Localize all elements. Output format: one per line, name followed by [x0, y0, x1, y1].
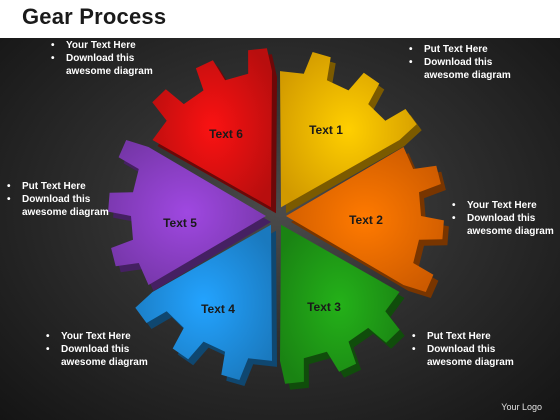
callout-top-left: Your Text Here Download this awesome dia… [48, 39, 153, 78]
segment-label-4: Text 4 [201, 302, 235, 316]
gear-diagram: Text 1 Text 2 Text 3 Text 4 Text 5 Text 6 [108, 48, 449, 390]
callout-middle-left: Put Text Here Download this awesome diag… [4, 180, 109, 219]
segment-label-1: Text 1 [309, 123, 343, 137]
callout-line: awesome diagram [424, 70, 511, 81]
callout-line: Your Text Here [48, 39, 153, 52]
callout-bottom-right: Put Text Here Download this awesome diag… [409, 330, 514, 369]
callout-line: Your Text Here [43, 330, 148, 343]
callout-line: Download this [48, 52, 153, 65]
callout-top-right: Put Text Here Download this awesome diag… [406, 43, 511, 82]
callout-line: awesome diagram [467, 226, 554, 237]
gear-segment-1 [280, 52, 417, 208]
callout-line: awesome diagram [427, 357, 514, 368]
callout-line: Put Text Here [409, 330, 514, 343]
callout-line: awesome diagram [22, 207, 109, 218]
callout-line: Download this [406, 56, 511, 69]
segment-label-6: Text 6 [209, 127, 243, 141]
callout-line: awesome diagram [61, 357, 148, 368]
callout-line: Download this [409, 343, 514, 356]
callout-line: Your Text Here [449, 199, 554, 212]
callout-line: Download this [449, 212, 554, 225]
gear-segment-3 [280, 224, 400, 384]
gear-segment-6 [152, 48, 272, 208]
diagram-canvas: Text 1 Text 2 Text 3 Text 4 Text 5 Text 6 You… [0, 38, 560, 420]
segment-label-2: Text 2 [349, 213, 383, 227]
title-bar: Gear Process [0, 0, 560, 38]
logo-placeholder: Your Logo [501, 402, 542, 412]
callout-middle-right: Your Text Here Download this awesome dia… [449, 199, 554, 238]
callout-line: Download this [4, 193, 109, 206]
segment-label-3: Text 3 [307, 300, 341, 314]
slide-title: Gear Process [22, 4, 167, 29]
callout-bottom-left: Your Text Here Download this awesome dia… [43, 330, 148, 369]
gear-segment-2 [286, 147, 444, 292]
segment-label-5: Text 5 [163, 216, 197, 230]
callout-line: Put Text Here [4, 180, 109, 193]
gear-segment-4 [135, 224, 272, 380]
gear-segment-5 [108, 140, 266, 285]
callout-line: Download this [43, 343, 148, 356]
callout-line: awesome diagram [66, 66, 153, 77]
callout-line: Put Text Here [406, 43, 511, 56]
